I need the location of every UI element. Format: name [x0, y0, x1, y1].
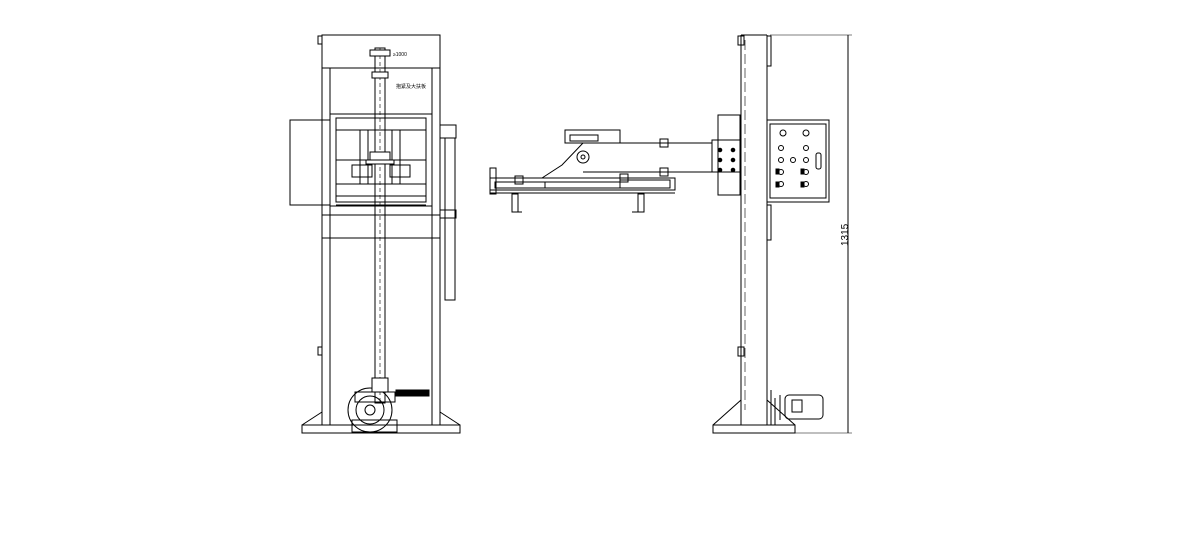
side-base-plate [713, 425, 795, 433]
arm-right-leg [638, 194, 644, 212]
front-side-rail [445, 138, 455, 300]
arm-view [490, 115, 740, 212]
front-side-box [290, 120, 330, 205]
front-view-note: 抱紧及大扶板 [396, 83, 426, 90]
front-clamp-frame [330, 114, 432, 206]
front-clamp-nut [370, 152, 390, 160]
side-view: 1315 [713, 35, 852, 433]
dimension-height-label: 1315 [840, 223, 851, 246]
front-base-plate [302, 425, 460, 433]
front-motor-label-bar [396, 390, 429, 396]
side-motor [785, 395, 823, 419]
front-bolt-mid-left [318, 347, 322, 355]
control-panel [767, 120, 829, 202]
front-screw-nut-top [370, 50, 390, 56]
front-view: ≥1000 抱紧及大扶板 [290, 35, 460, 433]
arm-left-leg [512, 194, 518, 212]
front-side-bracket [440, 125, 456, 138]
panel-switch [816, 153, 821, 169]
front-small-tag: ≥1000 [393, 52, 407, 58]
front-bolt-top-left [318, 36, 322, 44]
arm-mount-plate [718, 115, 740, 195]
arm-pivot [577, 151, 589, 163]
